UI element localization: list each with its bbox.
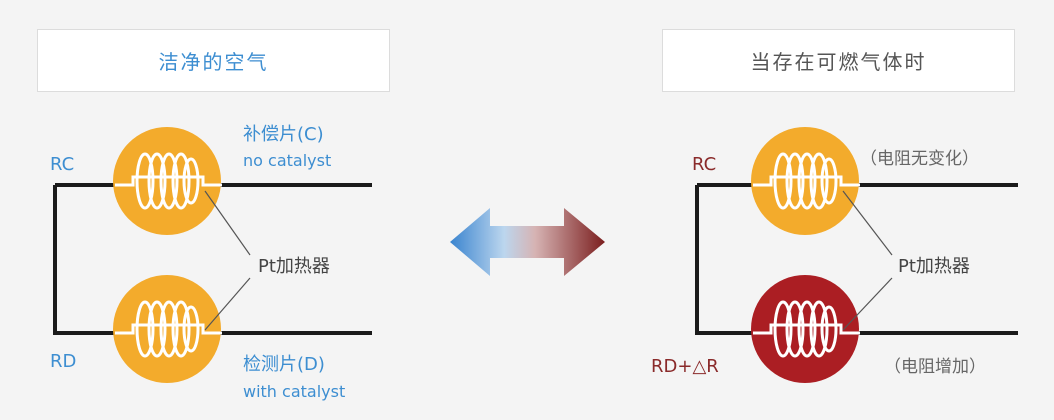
right-rd-label: RD+△R [651, 356, 719, 377]
right-circuit: RC RD+△R （电阻无变化） Pt加热器 （电阻增加） [651, 127, 1018, 383]
left-comp-label: 补偿片(C) [243, 124, 324, 145]
right-detecting-element [751, 275, 860, 383]
combustible-gas-title: 当存在可燃气体时 [662, 29, 1015, 92]
right-heater-label: Pt加热器 [898, 256, 970, 277]
right-compensating-element [751, 127, 860, 235]
left-circuit: RC RD 补偿片(C) no catalyst Pt加热器 检测片(D) wi… [50, 124, 372, 401]
right-rc-label: RC [692, 154, 716, 175]
left-heater-leader-bottom [204, 277, 251, 331]
left-comp-sub: no catalyst [243, 151, 331, 170]
left-compensating-element [113, 127, 222, 235]
right-comp-state: （电阻无变化） [860, 149, 979, 169]
double-arrow-icon [450, 208, 605, 276]
left-det-sub: with catalyst [243, 382, 345, 401]
left-rd-label: RD [50, 351, 76, 372]
right-heater-leader-top [842, 190, 893, 256]
right-det-state: （电阻增加） [884, 357, 986, 377]
left-heater-label: Pt加热器 [258, 256, 330, 277]
left-rc-label: RC [50, 154, 74, 175]
left-heater-leader-top [204, 190, 251, 256]
left-detecting-element [113, 275, 222, 383]
clean-air-title: 洁净的空气 [37, 29, 390, 92]
right-heater-leader-bottom [842, 277, 893, 331]
left-det-label: 检测片(D) [243, 354, 325, 375]
